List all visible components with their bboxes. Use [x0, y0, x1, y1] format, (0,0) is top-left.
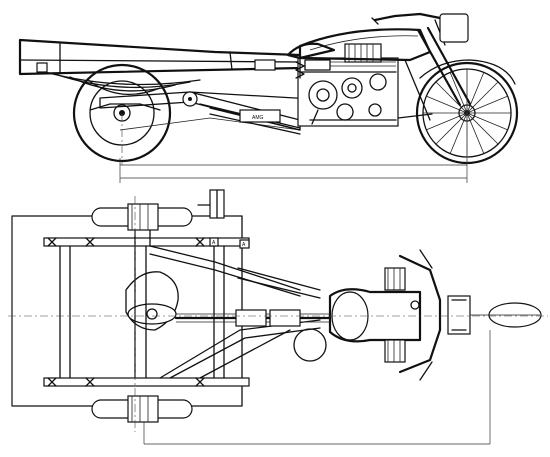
drive-shaft [174, 309, 332, 362]
chain-stay: AMG [209, 107, 301, 135]
side-ground-line [119, 113, 468, 183]
frame-tag-label: A [242, 242, 246, 248]
handlebar-plan [398, 249, 542, 381]
upper-axle-assembly [91, 189, 225, 247]
sidecar-hub [125, 245, 179, 379]
outer-frame [11, 215, 491, 445]
plan-view: A A [8, 189, 548, 445]
ref-tag-label: A [212, 240, 216, 246]
svg-text:AMG: AMG [252, 115, 264, 121]
sidecar-platform [18, 38, 302, 76]
leaf-spring [44, 71, 201, 95]
side-elevation-view: AMG [18, 12, 519, 183]
drawing-labels: A A [209, 237, 250, 249]
handlebar [371, 12, 469, 43]
sidecar-subframe [99, 91, 331, 131]
motorcycle-plan [328, 267, 422, 363]
lower-axle-assembly [91, 395, 193, 423]
engine-block [297, 57, 399, 127]
cross-members [43, 237, 250, 387]
center-line [8, 196, 548, 432]
saddle [286, 42, 336, 79]
